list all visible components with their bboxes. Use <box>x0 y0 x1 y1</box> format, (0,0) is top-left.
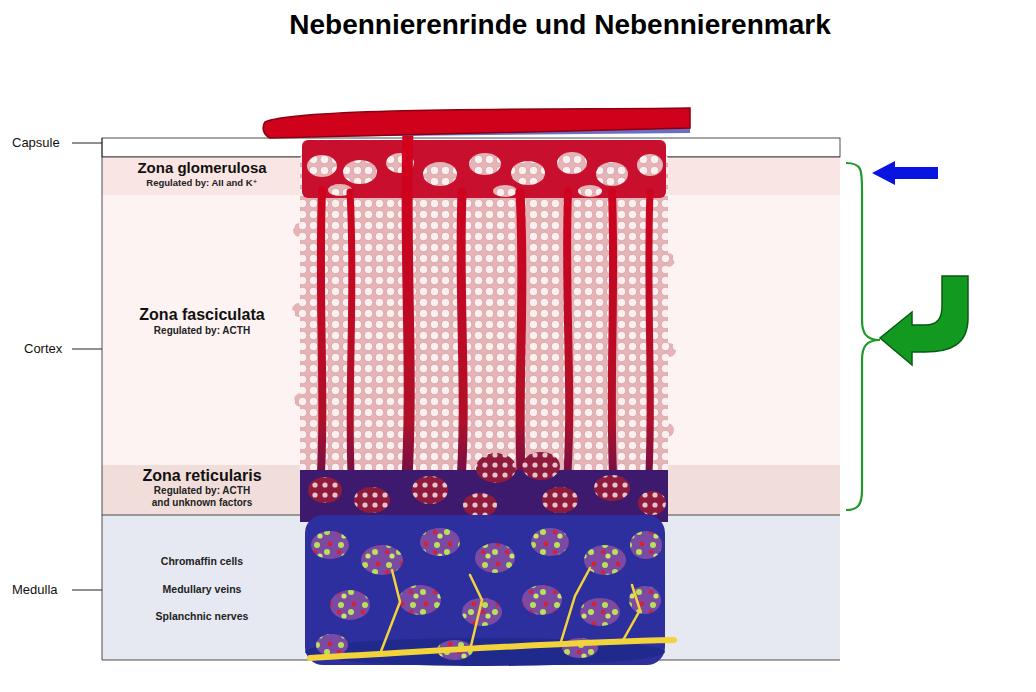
cell-cluster <box>423 162 457 186</box>
regulation-note: Regulated by: ACTH <box>102 325 302 337</box>
capsular-artery <box>263 108 690 138</box>
chromaffin-cluster <box>361 545 403 575</box>
cell-cluster <box>463 493 497 517</box>
cortex-bracket <box>846 163 880 510</box>
chromaffin-cluster <box>630 531 662 559</box>
cell-cluster <box>522 452 560 480</box>
zone-band: Zona glomerulosaRegulated by: AII and K⁺ <box>102 157 840 195</box>
text-column: Zona reticularisRegulated by: ACTH and u… <box>102 467 302 509</box>
cell-cluster <box>594 475 630 501</box>
cell-mass <box>300 150 668 522</box>
chromaffin-cluster <box>475 543 515 573</box>
vessel <box>648 192 650 492</box>
part-label: Cortex <box>24 341 62 357</box>
cell-cluster <box>596 162 628 186</box>
cell-cluster <box>493 185 517 197</box>
cortex-tissue <box>292 150 676 522</box>
chromaffin-cluster <box>330 590 370 620</box>
leader-line <box>72 590 102 591</box>
splanchnic-nerve <box>310 568 674 658</box>
blue-arrow <box>872 161 938 185</box>
sinusoid-vessels <box>320 130 650 495</box>
cell-cluster <box>578 185 602 197</box>
chromaffin-cluster <box>584 545 626 575</box>
cell-cluster <box>307 155 337 177</box>
chromaffin-cluster <box>311 531 349 559</box>
cell-bump <box>661 253 675 267</box>
vessel <box>566 192 569 495</box>
cell-bump <box>293 223 307 237</box>
cell-cluster <box>511 161 545 185</box>
capsule-vessels <box>263 108 690 138</box>
vessel <box>460 192 463 495</box>
nerve-branch <box>560 568 590 645</box>
zone-name: Zona glomerulosa <box>102 159 302 176</box>
chromaffin-cluster <box>580 598 620 626</box>
cell-cluster <box>354 487 390 513</box>
chromaffin-cluster <box>399 585 441 615</box>
leader-line <box>72 349 102 350</box>
zone-name: Zona fasciculata <box>102 306 302 324</box>
cell-cluster <box>308 477 342 503</box>
text-column: Zona fasciculataRegulated by: ACTH <box>102 306 302 337</box>
chromaffin-cluster <box>522 585 562 615</box>
vessel <box>520 192 522 495</box>
cell-cluster <box>557 152 587 174</box>
chromaffin-cluster <box>420 528 460 556</box>
leader-lines <box>72 143 102 590</box>
vessel <box>406 130 409 495</box>
cell-cluster <box>638 491 666 515</box>
zone-band: Zona reticularisRegulated by: ACTH and u… <box>102 465 840 515</box>
diagram-title: Nebennierenrinde und Nebennierenmark <box>160 8 960 42</box>
nerve-branch <box>622 585 640 642</box>
leader-line <box>72 143 102 144</box>
nerve-branch <box>470 575 482 650</box>
chromaffin-cluster <box>531 528 569 556</box>
reticularis-tissue <box>300 452 668 522</box>
part-label: Medulla <box>12 582 58 598</box>
cell-bump <box>292 303 306 317</box>
green-curved-arrow <box>880 276 968 365</box>
cell-cluster <box>469 153 501 175</box>
cell-bump <box>660 423 674 437</box>
text-column: Chromaffin cellsMedullary veinsSplanchni… <box>102 555 302 623</box>
zone-band: Zona fasciculataRegulated by: ACTH <box>102 195 840 465</box>
medulla-band: Chromaffin cellsMedullary veinsSplanchni… <box>102 515 840 660</box>
text-column: Zona glomerulosaRegulated by: AII and K⁺ <box>102 159 302 189</box>
medulla-part: Splanchnic nerves <box>102 610 302 623</box>
regulation-note: Regulated by: AII and K⁺ <box>102 177 302 188</box>
vessel <box>612 192 614 495</box>
nerve-branch <box>380 570 400 654</box>
cell-cluster <box>476 453 516 483</box>
nerve-trunk <box>310 640 674 658</box>
vessel <box>350 192 352 495</box>
cell-cluster <box>542 487 578 513</box>
cell-cluster <box>343 160 377 184</box>
cell-bump <box>662 343 676 357</box>
cell-cluster <box>412 476 448 504</box>
zone-name: Zona reticularis <box>102 467 302 485</box>
medulla-part: Chromaffin cells <box>102 555 302 568</box>
cell-bump <box>294 393 308 407</box>
cell-cluster <box>637 154 663 176</box>
part-label: Capsule <box>12 135 60 151</box>
band-line <box>102 138 103 660</box>
vessel <box>320 190 322 492</box>
chromaffin-cluster <box>316 634 348 656</box>
regulation-note: Regulated by: ACTH and unknown factors <box>146 485 258 509</box>
medulla-part: Medullary veins <box>102 583 302 596</box>
